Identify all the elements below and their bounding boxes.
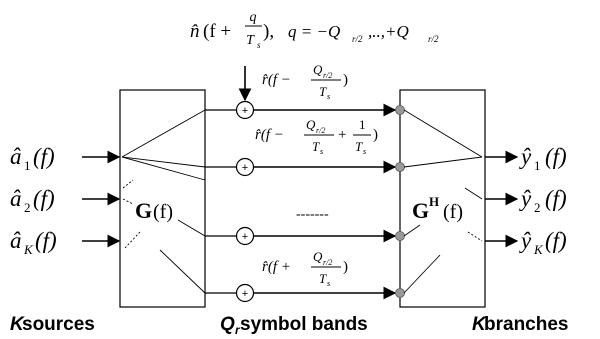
band-arrows [254,103,397,300]
svg-text:r̂(f +: r̂(f + [262,259,291,275]
band-label-2: r̂(f − Q r/2 T s + 1 T s ) [255,117,378,156]
svg-text:G: G [135,198,152,223]
svg-text:K: K [10,314,25,335]
svg-text:(f): (f) [545,144,567,169]
svg-text:,..,+Q: ,..,+Q [368,22,409,41]
svg-text:r/2: r/2 [323,71,332,80]
svg-text:+: + [338,127,346,143]
svg-text:): ) [343,259,348,275]
source-label-1: â 1 (f) [10,144,55,173]
g-internal-lines [121,109,206,294]
svg-text:r/2: r/2 [316,126,325,135]
svg-text:â: â [10,228,22,253]
svg-text:H: H [429,194,439,209]
svg-text:q = −Q: q = −Q [288,22,340,41]
svg-text:ŷ: ŷ [519,144,532,169]
svg-text:r/2: r/2 [323,258,332,267]
svg-text:(f): (f) [33,186,55,211]
svg-text:s: s [363,147,366,156]
output-arrows [485,150,519,248]
svg-text:branches: branches [484,314,568,335]
adder-3: + [235,226,255,246]
svg-text:2: 2 [24,200,31,215]
svg-text:1: 1 [359,117,366,132]
svg-text:2: 2 [534,200,541,215]
svg-text:(f): (f) [443,201,463,223]
svg-text:n̂: n̂ [190,21,200,42]
svg-text:K: K [472,314,487,335]
svg-text:r: r [235,323,241,337]
svg-text:r/2: r/2 [352,34,363,44]
svg-text:),: ), [263,21,274,42]
svg-text:(f): (f) [35,228,57,253]
noise-label: n̂ (f + q T s ), q = −Q r/2 ,..,+Q r/2 [190,10,439,50]
caption-symbol-bands: Q r symbol bands [220,314,368,337]
input-arrows [82,150,121,248]
svg-text:ŷ: ŷ [519,186,532,211]
band-label-4: r̂(f + Q r/2 T s ) [262,249,348,288]
svg-text:T: T [319,271,327,286]
svg-text:G: G [412,198,429,223]
svg-text:(f +: (f + [203,21,231,42]
svg-text:â: â [10,186,22,211]
adder-4: + [235,283,255,303]
caption-branches: K branches [472,314,568,335]
svg-text:symbol bands: symbol bands [240,314,368,335]
gh-ports [395,105,405,298]
svg-text:T: T [319,84,327,99]
svg-text:â: â [10,144,22,169]
svg-text:): ) [343,72,348,88]
svg-text:s: s [327,279,330,288]
source-label-k: â K (f) [10,228,57,257]
svg-text:s: s [257,40,261,50]
g-block [119,89,206,308]
svg-text:r̂(f −: r̂(f − [262,72,291,88]
svg-text:sources: sources [22,314,95,335]
gh-block [399,89,486,308]
svg-text:+: + [242,288,248,300]
adder-2: + [235,157,255,177]
svg-text:+: + [242,231,248,243]
svg-text:Q: Q [313,249,323,264]
svg-text:s: s [320,147,323,156]
band-label-1: r̂(f − Q r/2 T s ) [262,62,348,101]
source-label-2: â 2 (f) [10,186,55,215]
adder-1: + [235,100,255,120]
svg-text:Q: Q [313,62,323,77]
gh-internal-lines [403,109,483,294]
svg-text:(f): (f) [545,228,567,253]
g-block-label: G (f) [135,198,173,223]
output-label-2: ŷ 2 (f) [519,186,567,215]
svg-text:r̂(f −: r̂(f − [255,127,284,143]
svg-text:+: + [242,105,248,117]
output-label-1: ŷ 1 (f) [519,144,567,173]
band-feed-lines [205,109,237,294]
svg-text:T: T [246,33,255,48]
svg-text:1: 1 [24,158,31,173]
svg-text:s: s [327,92,330,101]
caption-sources: K sources [10,314,95,335]
svg-text:r/2: r/2 [428,34,439,44]
svg-text:q: q [250,10,257,25]
svg-text:1: 1 [534,158,541,173]
adders: + + + + [235,100,255,303]
svg-text:): ) [373,127,378,143]
svg-text:T: T [312,139,320,154]
svg-text:K: K [533,242,544,257]
svg-text:T: T [355,139,363,154]
gh-block-label: G H (f) [412,194,463,223]
svg-text:K: K [23,242,34,257]
svg-text:Q: Q [220,314,235,335]
svg-text:Q: Q [306,117,316,132]
svg-text:ŷ: ŷ [519,228,532,253]
band-label-dashes: ------- [296,207,329,222]
svg-text:(f): (f) [545,186,567,211]
svg-text:(f): (f) [33,144,55,169]
svg-text:(f): (f) [153,201,173,223]
output-label-k: ŷ K (f) [519,228,567,257]
svg-text:+: + [242,162,248,174]
